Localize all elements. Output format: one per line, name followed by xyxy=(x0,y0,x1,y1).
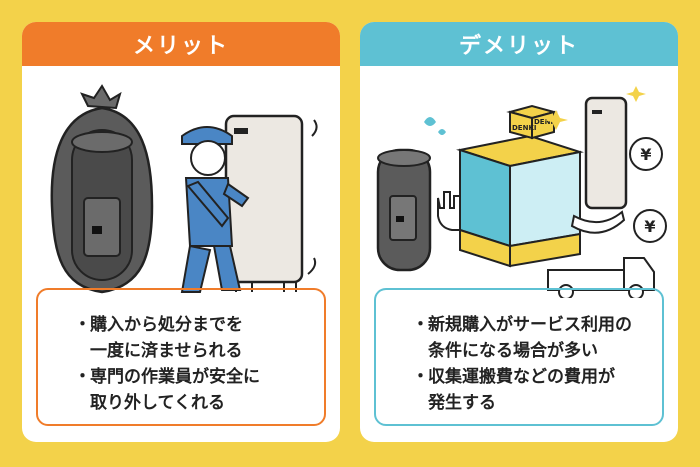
demerit-item-line: 収集運搬費などの費用が xyxy=(428,367,615,387)
merit-item-line: 一度に済ませられる xyxy=(90,341,243,361)
offering-hands-icon xyxy=(570,210,626,234)
yen-bubble-icon: ¥ xyxy=(633,209,667,243)
bullet: ・ xyxy=(412,315,429,335)
bullet: ・ xyxy=(74,367,91,387)
merit-item-line: 専門の作業員が安全に xyxy=(90,367,260,387)
merit-item-line: 購入から処分までを xyxy=(90,315,243,335)
merit-header: メリット xyxy=(22,22,340,66)
merit-card: メリット xyxy=(22,22,340,442)
building-sign-right: DENKI xyxy=(534,118,558,126)
electronics-store-building-icon: DENKI DENKI xyxy=(456,104,584,268)
worker-carrying-water-heater-icon xyxy=(180,114,318,293)
old-water-heater-icon xyxy=(376,117,446,272)
yen-bubble-icon: ¥ xyxy=(629,137,663,171)
demerit-card: デメリット DENKI DENKI xyxy=(360,22,678,442)
yen-symbol: ¥ xyxy=(640,145,651,164)
bullet: ・ xyxy=(412,367,429,387)
stop-hand-icon xyxy=(437,191,461,231)
yen-symbol: ¥ xyxy=(644,217,655,236)
merit-item-line: 取り外してくれる xyxy=(90,393,225,413)
demerit-title: デメリット xyxy=(458,34,579,59)
merit-title: メリット xyxy=(132,34,229,59)
building-sign-left: DENKI xyxy=(512,124,536,132)
demerit-item-line: 条件になる場合が多い xyxy=(428,341,598,361)
bullet: ・ xyxy=(74,315,91,335)
merit-item: ・ 専門の作業員が安全に 取り外してくれる xyxy=(74,364,314,416)
demerit-illustration: DENKI DENKI ¥ ¥ xyxy=(376,86,667,298)
demerit-list: ・ 新規購入がサービス利用の 条件になる場合が多い ・ 収集運搬費などの費用が … xyxy=(374,288,664,426)
merit-item: ・ 購入から処分までを 一度に済ませられる xyxy=(74,312,314,364)
demerit-item: ・ 新規購入がサービス利用の 条件になる場合が多い xyxy=(412,312,652,364)
merit-list: ・ 購入から処分までを 一度に済ませられる ・ 専門の作業員が安全に 取り外して… xyxy=(36,288,326,426)
new-water-heater-icon xyxy=(544,86,646,210)
demerit-item-line: 新規購入がサービス利用の xyxy=(428,315,632,335)
demerit-item: ・ 収集運搬費などの費用が 発生する xyxy=(412,364,652,416)
demerit-item-line: 発生する xyxy=(428,393,496,413)
merit-illustration xyxy=(50,84,318,294)
garbage-bag-water-heater-icon xyxy=(50,84,154,294)
demerit-header: デメリット xyxy=(360,22,678,66)
